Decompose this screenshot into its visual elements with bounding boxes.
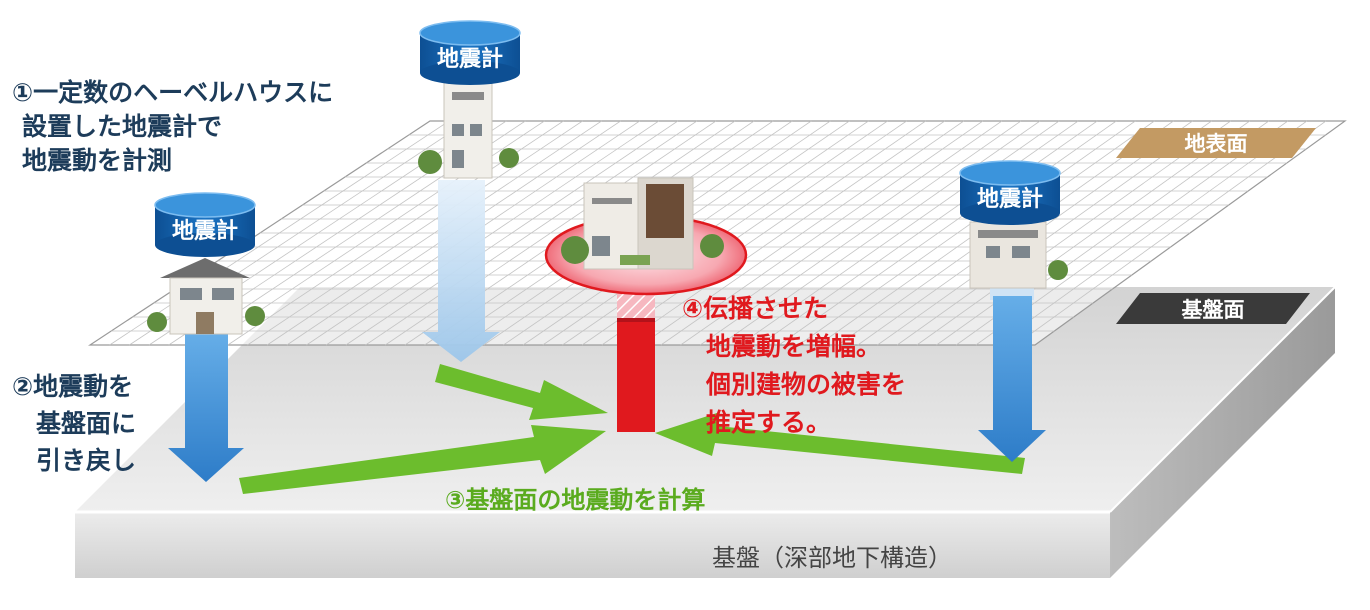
target-house [544,177,748,296]
step4-line: ④伝播させた [682,294,829,323]
ground-surface-label: 地表面 [1185,132,1248,156]
house-right [969,221,1068,289]
step4-line: 地震動を増幅。 [706,332,882,361]
blue-down-arrow-right [978,296,1046,462]
base-surface-tag: 基盤面 [1116,293,1310,324]
seismometer-label: 地震計 [977,186,1043,212]
step4-line: 推定する。 [706,408,832,437]
house-top [418,81,519,179]
step1-line: 地震動を計測 [22,146,173,175]
step1-line: 設置した地震計で [22,112,223,141]
seismometer-label: 地震計 [172,218,238,244]
ground-surface-tag: 地表面 [1116,128,1316,158]
seismometer-left: 地震計 [154,192,256,257]
seismometer-top: 地震計 [419,20,521,85]
step1-text: ①一定数のヘーベルハウスに 設置した地震計で 地震動を計測 [12,76,333,178]
step2-line: 引き戻し [36,446,137,475]
bedrock-label: 基盤（深部地下構造） [712,544,952,572]
step2-line: ②地震動を [12,372,134,401]
seismometer-label: 地震計 [437,46,503,72]
house-left [147,258,265,335]
green-arrows [239,364,1025,494]
blue-down-arrow-left [168,333,244,482]
step1-line: ①一定数のヘーベルハウスに [12,78,334,107]
step4-line: 個別建物の被害を [706,370,907,399]
step2-text: ②地震動を 基盤面に 引き戻し [12,368,136,479]
step3-text: ③基盤面の地震動を計算 [445,486,706,514]
step4-text: ④伝播させた 地震動を増幅。 個別建物の被害を 推定する。 [682,290,906,442]
step2-line: 基盤面に [36,409,137,438]
seismometer-right: 地震計 [959,160,1061,225]
base-surface-label: 基盤面 [1182,298,1245,322]
